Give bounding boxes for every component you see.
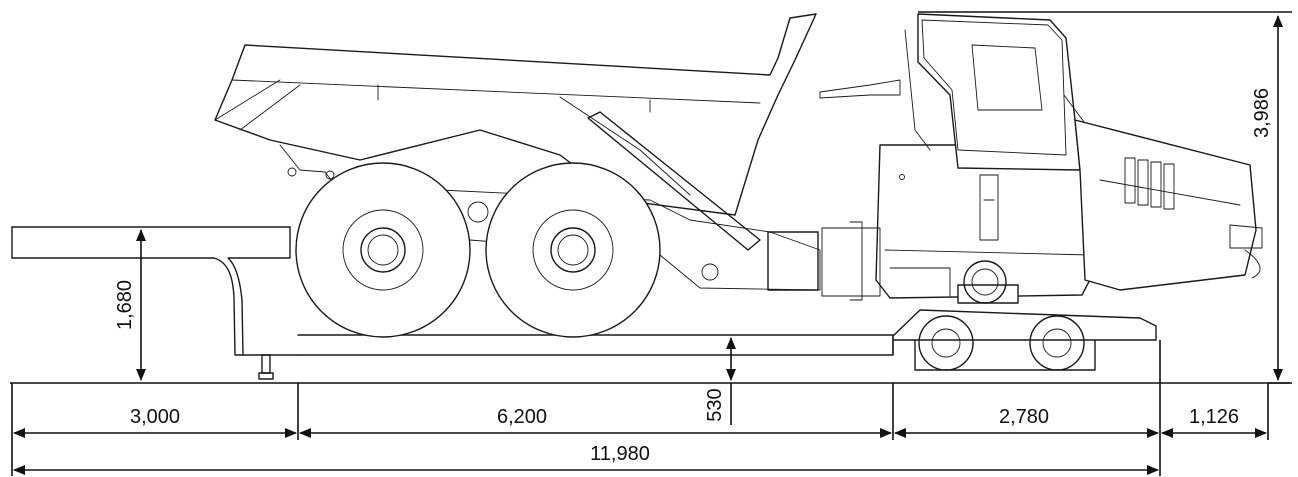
front-overhang-label: 3,000 — [130, 406, 180, 428]
side-mirror — [819, 79, 901, 99]
trailer — [11, 226, 1157, 380]
main-deck — [297, 334, 894, 356]
articulation-joint — [767, 231, 819, 291]
gooseneck-height-label: 1,680 — [114, 280, 136, 330]
truck-wheel-rear-1 — [295, 162, 471, 338]
hoist-cylinder — [587, 111, 761, 251]
rear-overhang-label: 1,126 — [1189, 406, 1239, 428]
dump-truck — [214, 13, 1263, 338]
truck-wheel-front — [957, 260, 1019, 304]
rear-section-label: 2,780 — [999, 406, 1049, 428]
landing-leg — [261, 354, 271, 374]
cab — [904, 13, 1095, 201]
overall-height-label: 3,986 — [1251, 88, 1273, 138]
trailer-wheel-rear — [1029, 315, 1085, 371]
trailer-wheel-front — [918, 315, 974, 371]
engine-hood — [1074, 119, 1263, 291]
dim-overall-height — [918, 11, 1292, 384]
deck-height-label: 530 — [704, 388, 726, 421]
deck-length-label: 6,200 — [497, 406, 547, 428]
dim-extension-lines — [11, 340, 1269, 476]
rear-bogie-deck — [892, 309, 1157, 356]
gooseneck — [11, 226, 299, 356]
overall-length-label: 11,980 — [590, 443, 650, 465]
truck-wheel-rear-2 — [485, 162, 661, 338]
